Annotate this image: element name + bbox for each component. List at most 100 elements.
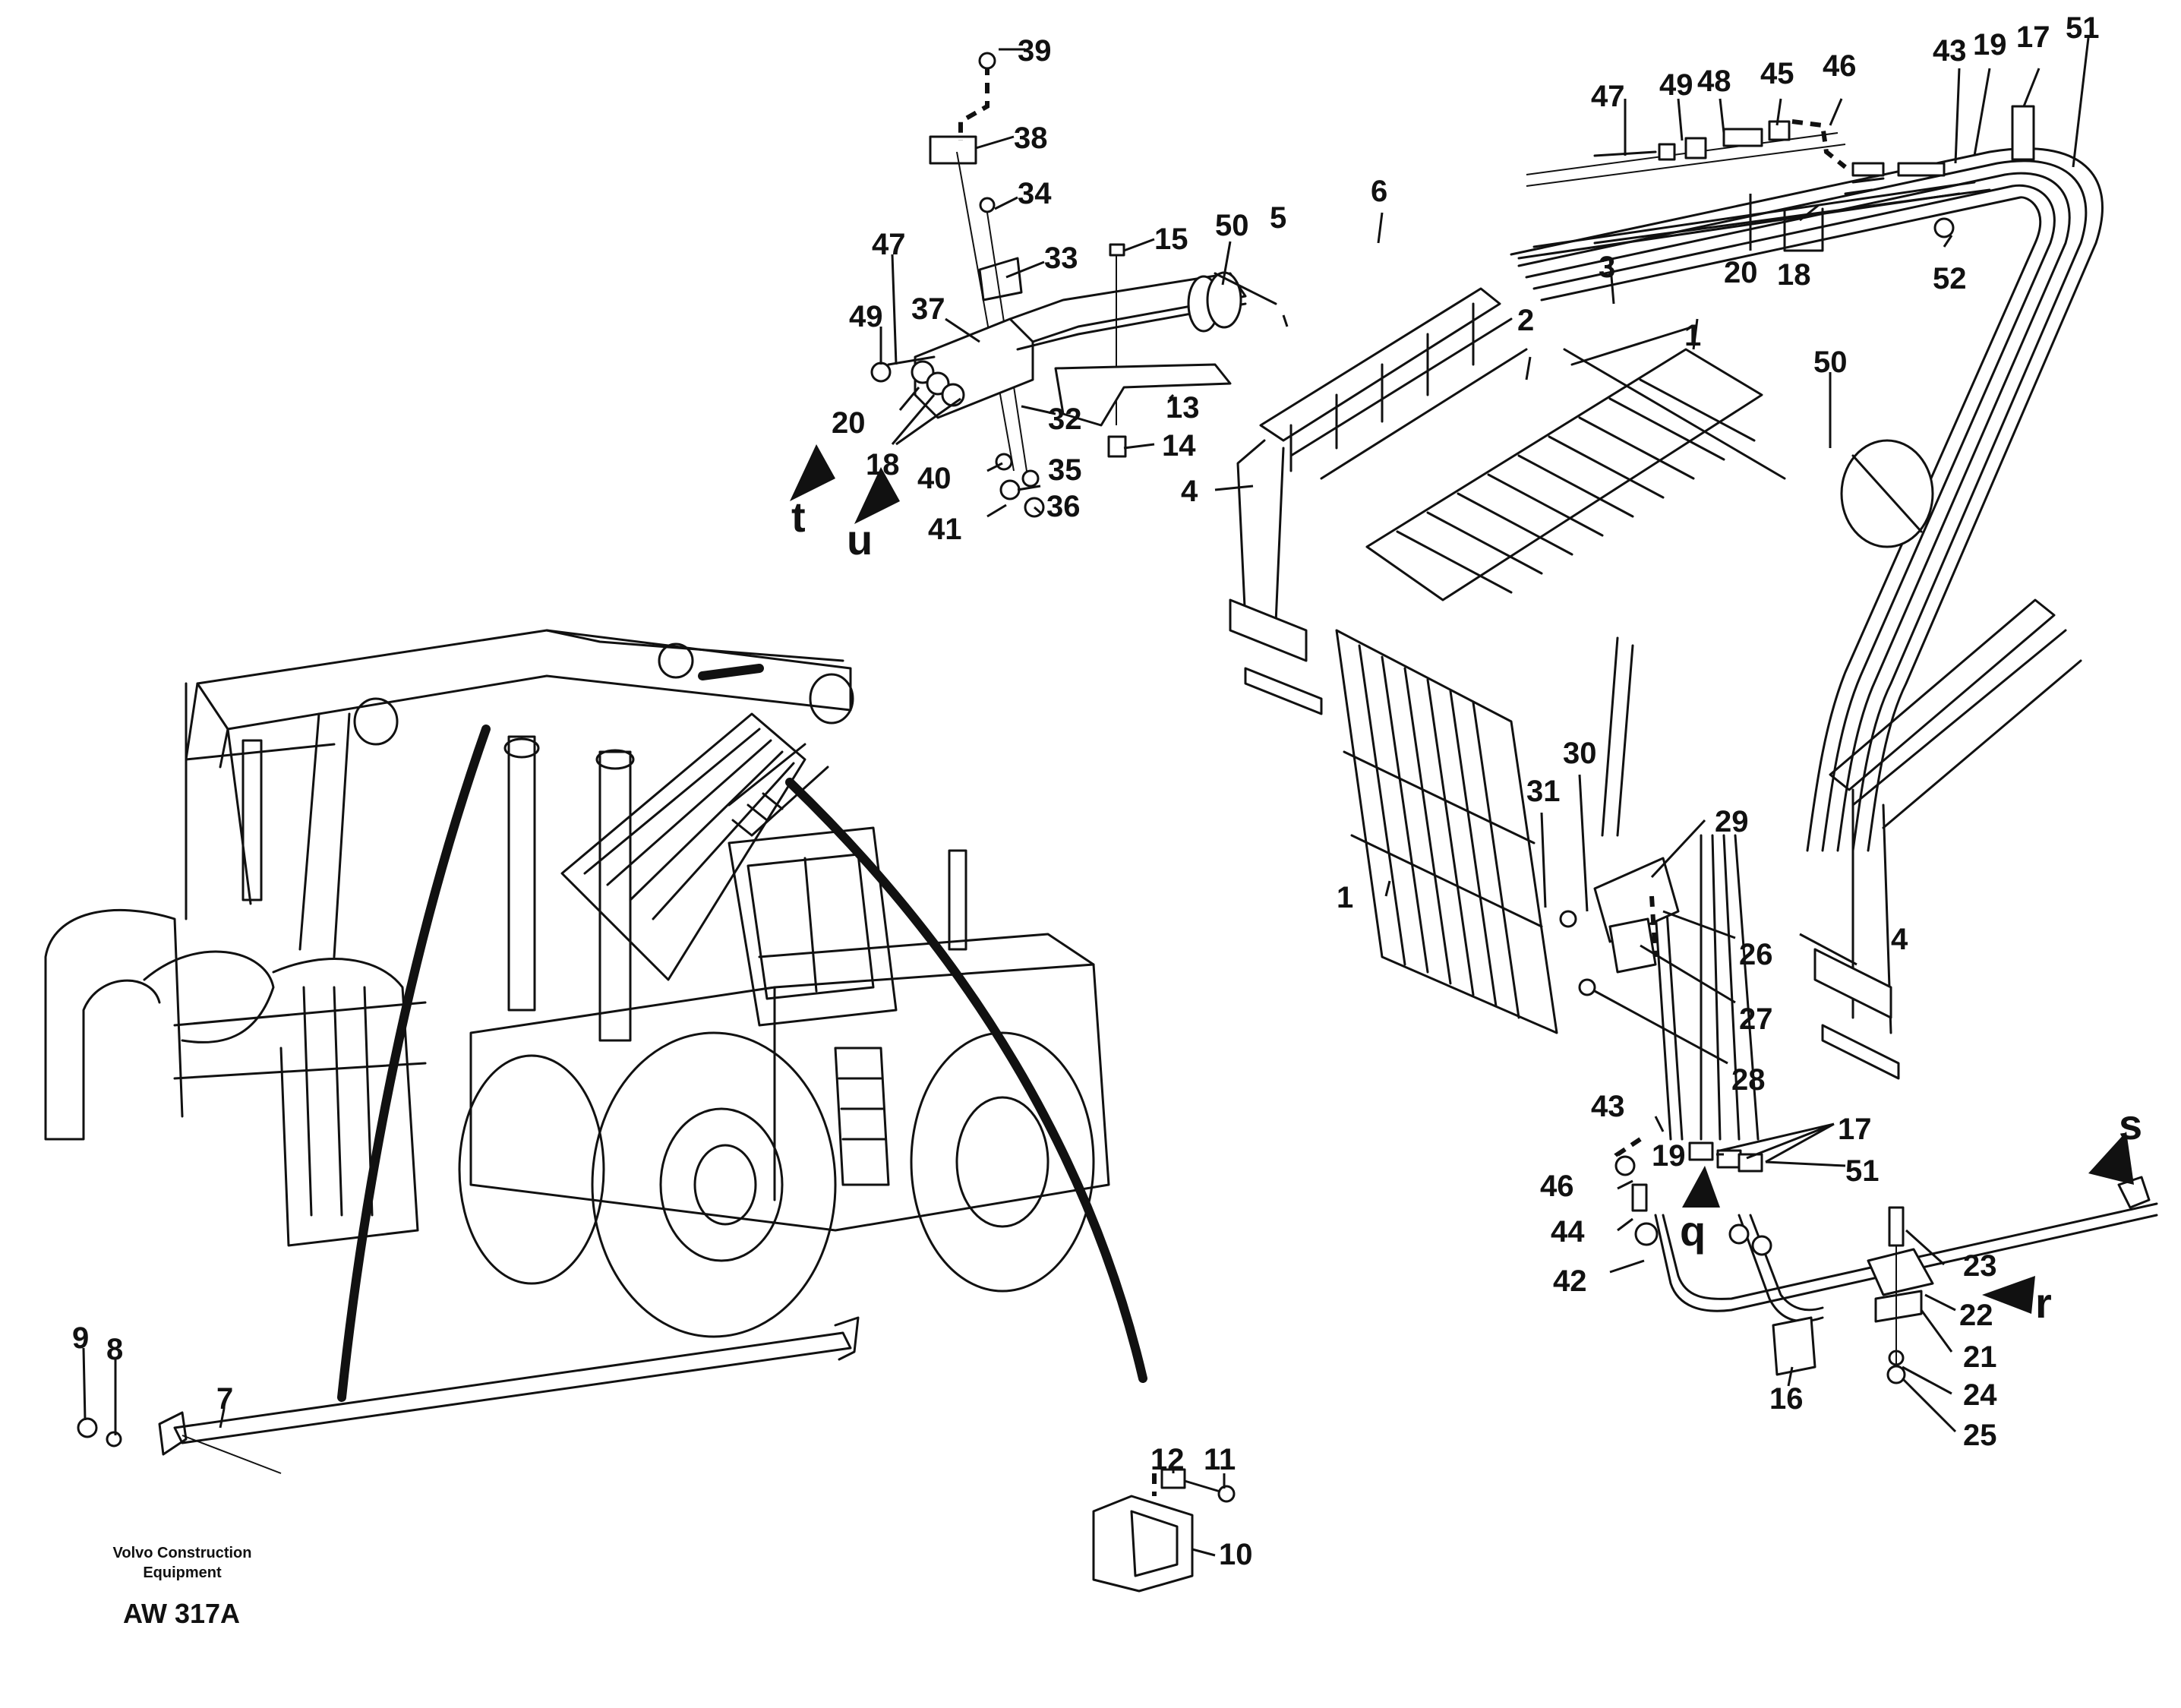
callout-15: 15	[1154, 223, 1188, 256]
callout-17-top: 17	[2016, 21, 2050, 54]
callout-33: 33	[1044, 242, 1078, 275]
callout-47-left: 47	[872, 228, 906, 261]
callout-28: 28	[1731, 1063, 1766, 1097]
callout-30: 30	[1563, 737, 1597, 770]
callout-43-bottom: 43	[1591, 1090, 1625, 1123]
clamp-16	[1772, 1316, 1816, 1376]
callout-18-right: 18	[1777, 258, 1811, 292]
plate-13	[1054, 363, 1232, 427]
callout-50-top: 50	[1215, 209, 1249, 242]
callout-31: 31	[1526, 775, 1561, 808]
callout-25: 25	[1963, 1419, 1997, 1452]
callout-16: 16	[1769, 1382, 1804, 1416]
lower-right-brackets	[1559, 857, 2151, 1384]
callout-21: 21	[1963, 1340, 1997, 1374]
grille-screen-1-top	[1365, 348, 1763, 601]
credit-line-1: Volvo Construction	[112, 1545, 252, 1561]
callout-19-bottom: 19	[1652, 1139, 1686, 1173]
callout-46-top: 46	[1823, 49, 1857, 83]
callout-2: 2	[1517, 304, 1534, 337]
callout-curve-cab-to-10	[785, 778, 1147, 1383]
callout-47-right: 47	[1591, 80, 1625, 113]
callout-44: 44	[1551, 1215, 1585, 1249]
callout-45: 45	[1760, 57, 1794, 90]
grapple-jaw-left	[44, 908, 184, 1141]
callout-40: 40	[917, 462, 952, 495]
guard-frames	[1229, 287, 2082, 1080]
boom-pivot	[658, 642, 694, 679]
tilt-cylinder-2	[598, 750, 632, 1042]
callout-curve-beam-to-7	[337, 725, 491, 1402]
callout-6: 6	[1371, 175, 1387, 208]
callout-42: 42	[1553, 1264, 1587, 1298]
callout-13: 13	[1166, 391, 1200, 425]
wheel-rear-left	[458, 1054, 605, 1285]
callout-43-top: 43	[1933, 34, 1967, 68]
callout-49-right: 49	[1659, 68, 1693, 102]
callout-numbers: 39 38 34 33 15 50 47 49 37 20 18 32 13 1…	[72, 11, 2100, 1571]
callout-51-bottom: 51	[1845, 1154, 1880, 1188]
view-arrow-s-label: s	[2119, 1100, 2142, 1148]
plate-27	[1608, 917, 1657, 974]
plate-38	[929, 135, 977, 165]
callout-24: 24	[1963, 1378, 1997, 1412]
callout-14: 14	[1162, 429, 1196, 463]
drawing-code: AW 317A	[123, 1598, 241, 1629]
callout-23: 23	[1963, 1249, 1997, 1283]
callout-41: 41	[928, 513, 962, 546]
callout-27: 27	[1739, 1002, 1773, 1036]
callout-32: 32	[1048, 403, 1082, 436]
operator-cab	[728, 826, 898, 1027]
callout-50-right: 50	[1813, 346, 1848, 379]
view-arrow-s-head	[2088, 1132, 2134, 1185]
callout-48: 48	[1697, 65, 1731, 98]
leader-lines	[82, 37, 2090, 1557]
callout-4-right: 4	[1891, 923, 1908, 956]
callout-29: 29	[1715, 805, 1749, 838]
callout-18-left: 18	[866, 448, 900, 481]
callout-37: 37	[911, 292, 945, 326]
grapple-hook	[143, 950, 275, 1043]
callout-20-right: 20	[1724, 256, 1758, 289]
view-arrow-r-label: r	[2035, 1279, 2052, 1327]
callout-36: 36	[1046, 490, 1081, 523]
callout-19-top: 19	[1973, 28, 2007, 62]
callout-46-bottom: 46	[1540, 1170, 1574, 1203]
callout-1-top: 1	[1684, 319, 1701, 352]
callout-49-left: 49	[849, 300, 883, 333]
exhaust-stack	[948, 849, 967, 951]
view-arrows: t u q s r	[790, 444, 2142, 1327]
view-arrow-t-head	[790, 444, 835, 501]
wheel-front-right	[910, 1031, 1095, 1293]
view-arrow-t-label: t	[791, 493, 806, 541]
view-arrow-q-head	[1682, 1166, 1720, 1208]
view-arrow-u-head	[854, 467, 900, 524]
manufacturer-credit: Volvo Construction Equipment	[99, 1543, 266, 1583]
plate-33	[978, 257, 1023, 302]
hydraulic-hose-bundle	[1510, 132, 2158, 1323]
clamp-plate-22	[1867, 1248, 1934, 1296]
tilt-cylinder-1	[507, 735, 536, 1012]
callout-17-bottom: 17	[1838, 1113, 1872, 1146]
clamp-21	[1874, 1290, 1923, 1323]
callout-8: 8	[106, 1333, 123, 1366]
callout-51-top: 51	[2066, 11, 2100, 45]
callout-11: 11	[1204, 1443, 1236, 1476]
view-arrow-q-label: q	[1680, 1207, 1706, 1255]
hose-42	[1654, 1214, 2158, 1312]
callout-12: 12	[1150, 1443, 1185, 1476]
view-arrow-u-label: u	[847, 516, 873, 564]
callout-35: 35	[1048, 453, 1082, 487]
view-arrow-r-head	[1982, 1276, 2035, 1314]
callout-39: 39	[1018, 34, 1052, 68]
bracket-30	[1593, 857, 1680, 943]
callout-22: 22	[1959, 1299, 1993, 1332]
callout-10: 10	[1219, 1538, 1253, 1571]
guard-bracket-4-top	[1259, 287, 1501, 442]
lower-hoses	[1700, 834, 1760, 1141]
callout-3: 3	[1599, 251, 1615, 284]
machine-guard-grid	[560, 712, 806, 981]
access-steps	[834, 1047, 890, 1186]
